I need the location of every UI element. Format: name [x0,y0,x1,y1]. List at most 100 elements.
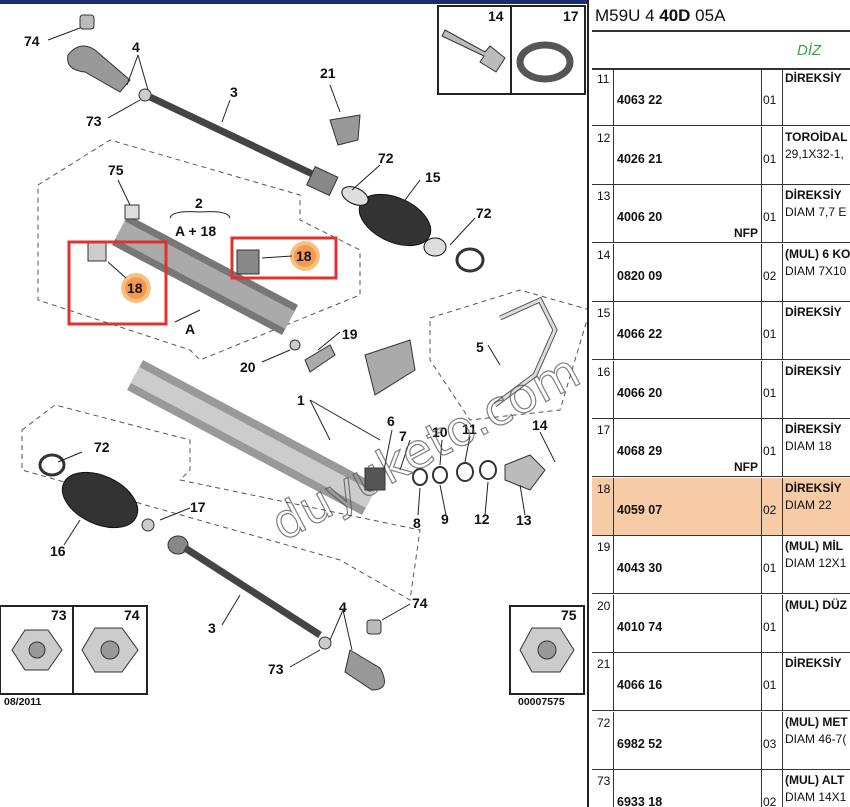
item-number: 16 [597,364,611,379]
cell-reference: 4066 22 [613,302,762,359]
item-number: 72 [597,715,611,730]
part-title: (MUL) 6 KO [785,246,850,261]
upper-tie-rod [67,14,339,197]
cover-13 [504,454,546,491]
callout-9: 9 [441,511,449,527]
part-title: DİREKSİY [785,188,842,202]
callout-75: 75 [108,162,124,178]
cell-number: 73 [592,770,614,807]
part-quantity: 03 [763,736,777,751]
part-reference: 4063 22 [617,93,663,107]
callout-17: 17 [190,499,206,515]
cell-number: 18 [592,477,614,535]
part-description: DIAM 7X10 [785,263,847,278]
callout-16: 16 [50,543,66,559]
part-quantity: 01 [763,385,777,400]
part-reference: 0820 09 [617,268,663,283]
bolt-19 [304,344,336,373]
cap-21 [329,114,361,146]
part-quantity: 01 [763,151,777,166]
cell-quantity: 01 [761,594,783,652]
part-reference: 4010 74 [617,619,663,634]
cell-quantity: 01 [761,68,783,125]
cell-description: (MUL) DÜZ [782,595,850,652]
model-prefix: M59U 4 [595,6,660,25]
part-quantity: 01 [763,210,777,224]
cell-description: DİREKSİY [782,68,850,125]
cell-quantity: 01 [761,126,783,184]
part-quantity: 01 [763,444,777,458]
callout-4-bottom: 4 [339,599,347,615]
callout-1: 1 [297,392,305,408]
cell-quantity: 02 [761,770,783,807]
callout-6: 6 [387,413,395,429]
part-description: 29,1X32-1, [785,146,844,161]
bolt-icon [441,29,506,73]
item-number: 14 [597,247,611,262]
callout-13: 13 [516,512,532,528]
cell-number: 13 [592,185,614,242]
callout-21: 21 [320,65,336,81]
steering-rack [127,339,416,516]
part-reference: 4066 22 [617,327,663,341]
callout-5: 5 [476,339,484,355]
cell-description: DİREKSİY [782,361,850,418]
washer-20 [289,339,301,351]
table-row[interactable]: 11 4063 22 01 DİREKSİY [592,68,850,126]
cell-number: 11 [592,68,614,125]
highlight-18-right: 18 [230,236,338,280]
part-quantity: 01 [763,93,777,107]
part-reference: 4043 30 [617,561,663,575]
cell-reference: 4066 16 [613,653,762,710]
cell-number: 16 [592,360,614,418]
part-reference: 4026 21 [617,151,663,166]
part-description: DIAM 14X1 [785,790,847,804]
item-number: 11 [597,72,610,86]
cell-number: 72 [592,711,614,769]
part-quantity: 01 [763,619,777,634]
part-title: DİREKSİY [785,422,842,436]
callout-4-top: 4 [132,39,140,55]
callout-a: A [185,321,195,337]
inset-label-75: 75 [561,607,577,623]
part-title: TOROİDAL [785,129,848,144]
callout-19: 19 [342,326,358,342]
callout-73-bottom: 73 [268,661,284,677]
item-number: 15 [597,306,611,320]
cell-quantity: 01 [761,185,783,242]
callout-72-b: 72 [476,205,492,221]
part-tag: NFP [734,226,758,240]
cell-reference: 4059 07 [613,477,762,535]
rack-housing [87,204,298,336]
cell-number: 14 [592,243,614,301]
cell-number: 17 [592,419,614,476]
cell-quantity: 01 [761,653,783,710]
cell-number: 19 [592,536,614,593]
cell-number: 21 [592,653,614,710]
part-description: DIAM 7,7 E [785,205,847,219]
part-title: DİREKSİY [785,71,842,85]
section-header: DİZ [592,30,850,70]
table-row[interactable]: 14 0820 09 02(MUL) 6 KO DIAM 7X10 [592,243,850,302]
cell-reference: 4066 20 [613,360,762,418]
cell-quantity: 02 [761,243,783,301]
cell-reference: 4063 22 [613,68,762,125]
part-description: DIAM 12X1 [785,556,847,570]
callout-3-bottom: 3 [208,620,216,636]
callout-74-top: 74 [24,33,40,49]
